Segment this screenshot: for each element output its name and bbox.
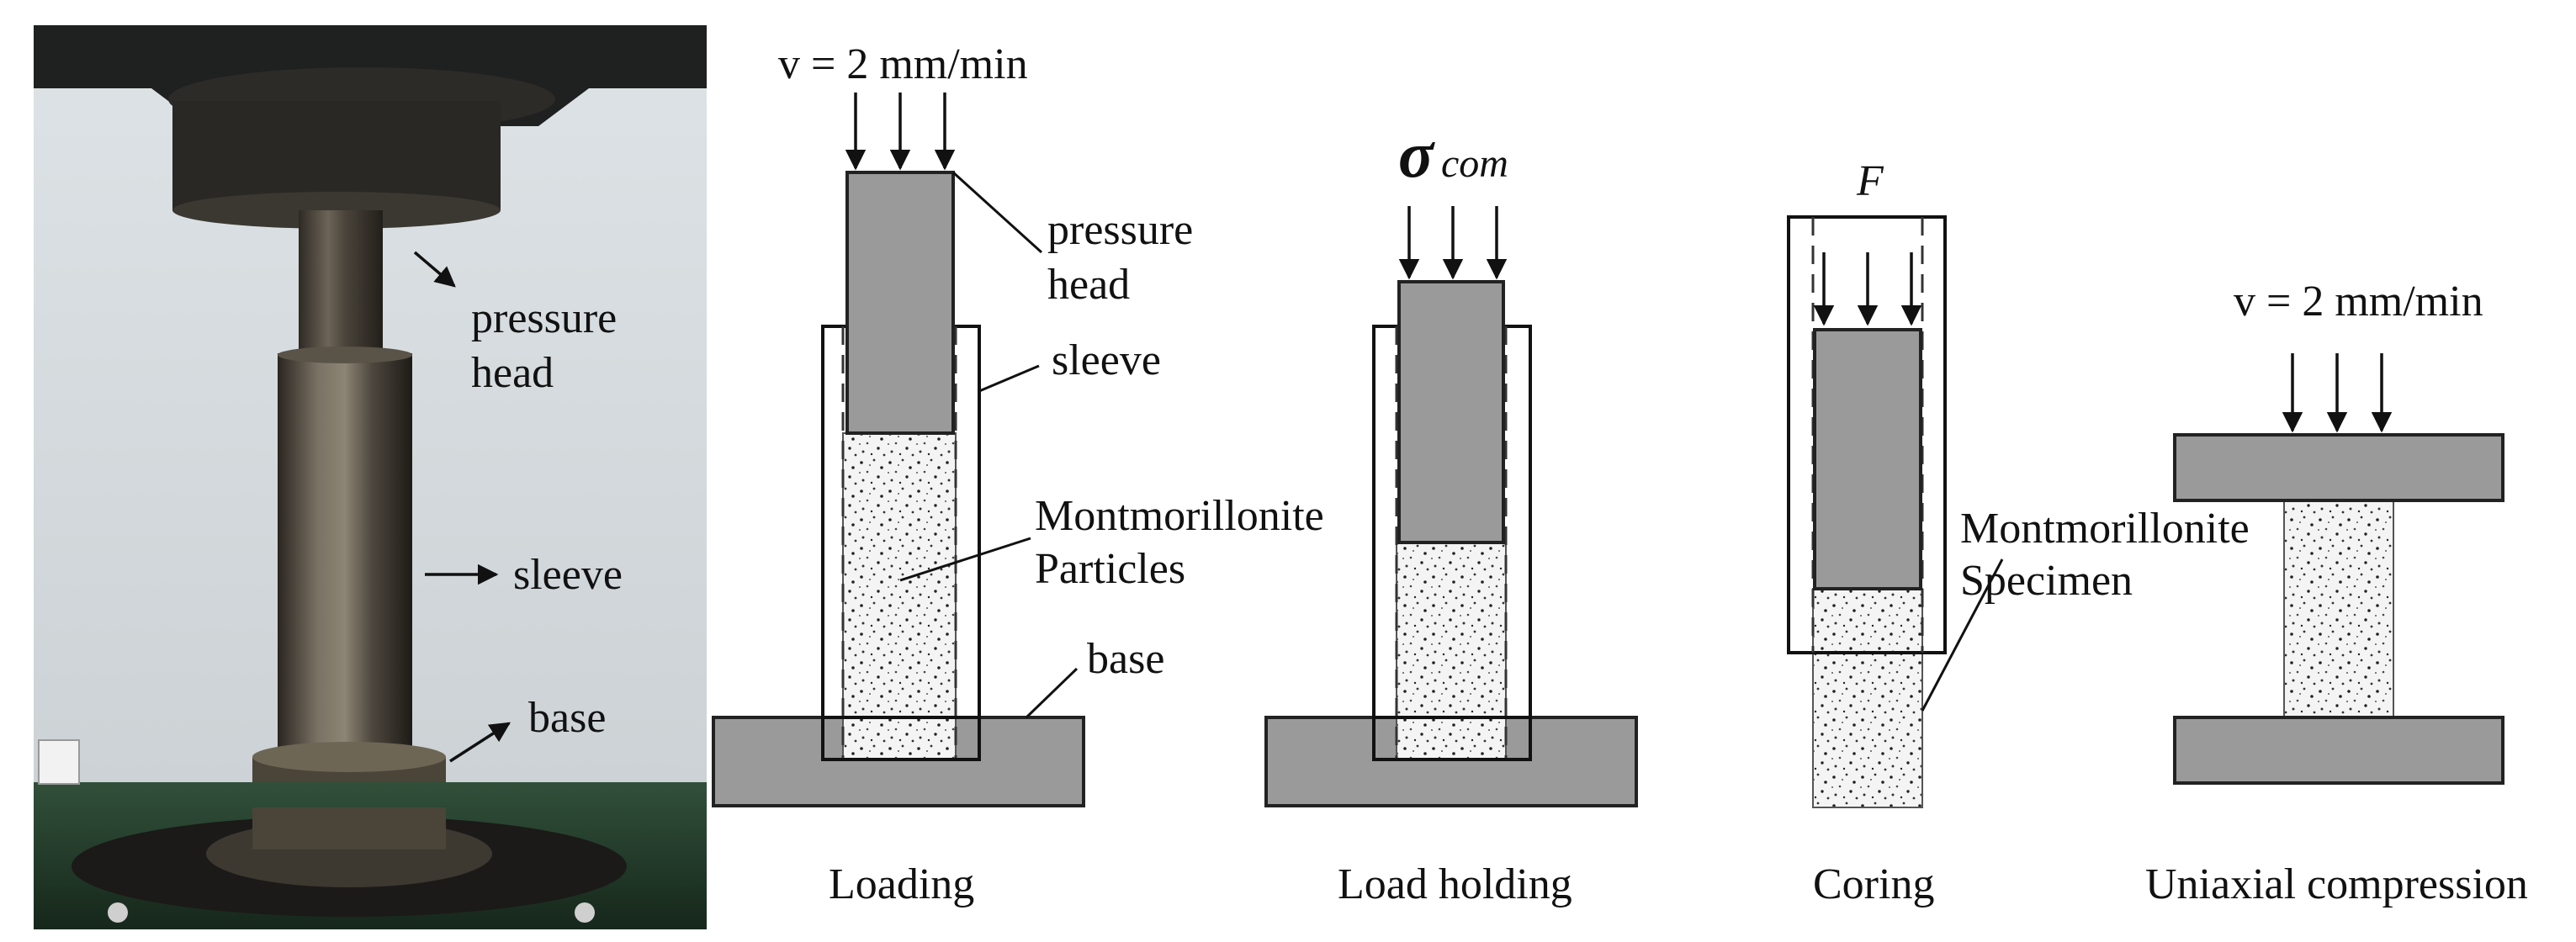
photo-pressure-head [299,210,383,362]
loading-leader-sleeve [978,364,1040,393]
photo-base-arrow [449,722,511,763]
uniaxial-specimen [2283,500,2394,718]
loading-caption: Loading [829,860,974,908]
loading-label-pressure-head-2: head [1047,261,1130,309]
loading-label-pressure-head-1: pressure [1047,206,1193,254]
coring-leader-specimen [1921,558,2004,712]
load-holding-particles [1396,542,1507,760]
photo-pressure-head-arrow [413,251,456,288]
coring-specimen [1812,588,1923,808]
coring-label-specimen-1: Montmorillonite [1960,505,2250,553]
stage-coring: F Montmorillonite Specimen Coring [1787,157,2250,908]
loading-label-base: base [1087,635,1164,683]
uniaxial-caption: Uniaxial compression [2145,860,2528,908]
photo-sleeve-top [278,347,412,363]
loading-label-particles-2: Particles [1035,545,1185,593]
apparatus-photo: pressure head sleeve base [34,25,707,929]
coring-sleeve [1787,215,1947,654]
load-holding-base-socket [1372,716,1532,761]
uniaxial-lower-platen [2173,716,2504,785]
coring-force-label: F [1856,157,1884,205]
loading-base-socket [821,716,981,761]
coring-label-specimen-2: Specimen [1960,557,2133,605]
loading-leader-pressure-head [951,171,1043,254]
loading-pressure-head [845,171,955,435]
photo-base-lower [252,807,446,849]
photo-base-collar-top [252,742,446,772]
stage-uniaxial-compression: v = 2 mm/min Uniaxial compression [2145,278,2528,908]
photo-label-base: base [528,694,606,742]
load-holding-pressure-head [1397,280,1505,544]
loading-leader-particles [899,537,1031,582]
coring-pressure-head [1813,328,1922,590]
load-holding-stress-symbol: σ [1398,118,1435,191]
coring-caption: Coring [1813,860,1934,908]
load-holding-caption: Load holding [1338,860,1572,908]
photo-bolt-right [575,902,595,923]
loading-rate-label: v = 2 mm/min [778,40,1028,88]
photo-label-pressure-head-1: pressure [471,294,617,342]
photo-label-pressure-head-2: head [471,349,554,397]
photo-bolt-left [108,902,128,923]
uniaxial-rate-label: v = 2 mm/min [2234,278,2483,325]
uniaxial-upper-platen [2173,433,2504,502]
photo-label-sleeve: sleeve [513,551,623,599]
loading-label-sleeve: sleeve [1052,336,1161,384]
loading-particles [842,432,957,760]
photo-power-socket [38,739,80,785]
loading-label-particles-1: Montmorillonite [1035,492,1324,540]
loading-leader-base [1025,667,1079,719]
photo-sleeve [278,353,412,774]
load-holding-stress-subscript: com [1441,141,1508,186]
stage-load-holding: σ com Load holding [1264,118,1638,908]
stage-loading: v = 2 mm/min pressure head sleeve Montmo… [712,40,1324,908]
